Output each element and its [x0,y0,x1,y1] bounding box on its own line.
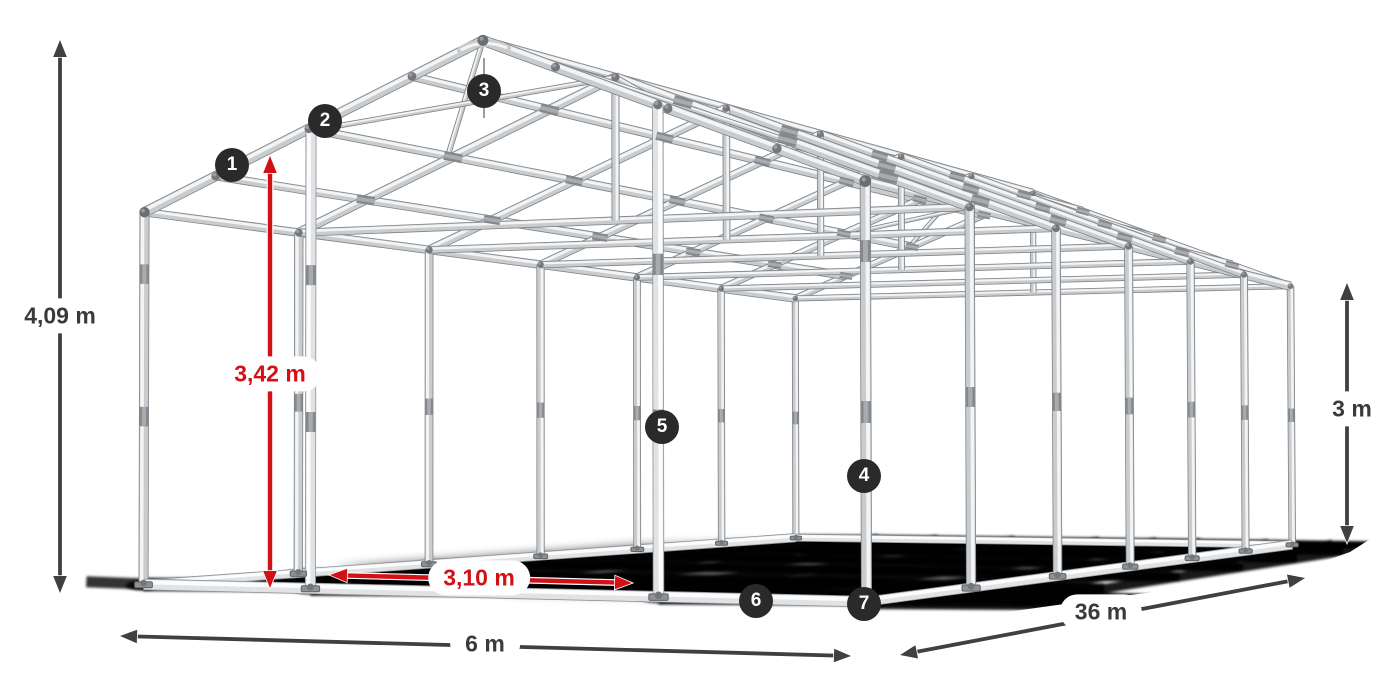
dim-label-clearance-height: 3,42 m [219,356,321,392]
marker-7: 7 [847,587,881,621]
dim-label-width: 6 m [450,626,520,662]
dim-label-total-height: 4,09 m [9,298,111,334]
marker-4: 4 [847,459,881,493]
marker-1: 1 [215,148,249,182]
marker-5: 5 [645,410,679,444]
marker-6: 6 [739,584,773,618]
marker-2: 2 [308,104,342,138]
dim-label-entrance-width: 3,10 m [428,560,530,596]
dim-label-length: 36 m [1059,594,1143,630]
frame-joints [134,34,1299,606]
dim-label-side-height: 3 m [1317,391,1387,427]
marker-3: 3 [467,74,501,108]
